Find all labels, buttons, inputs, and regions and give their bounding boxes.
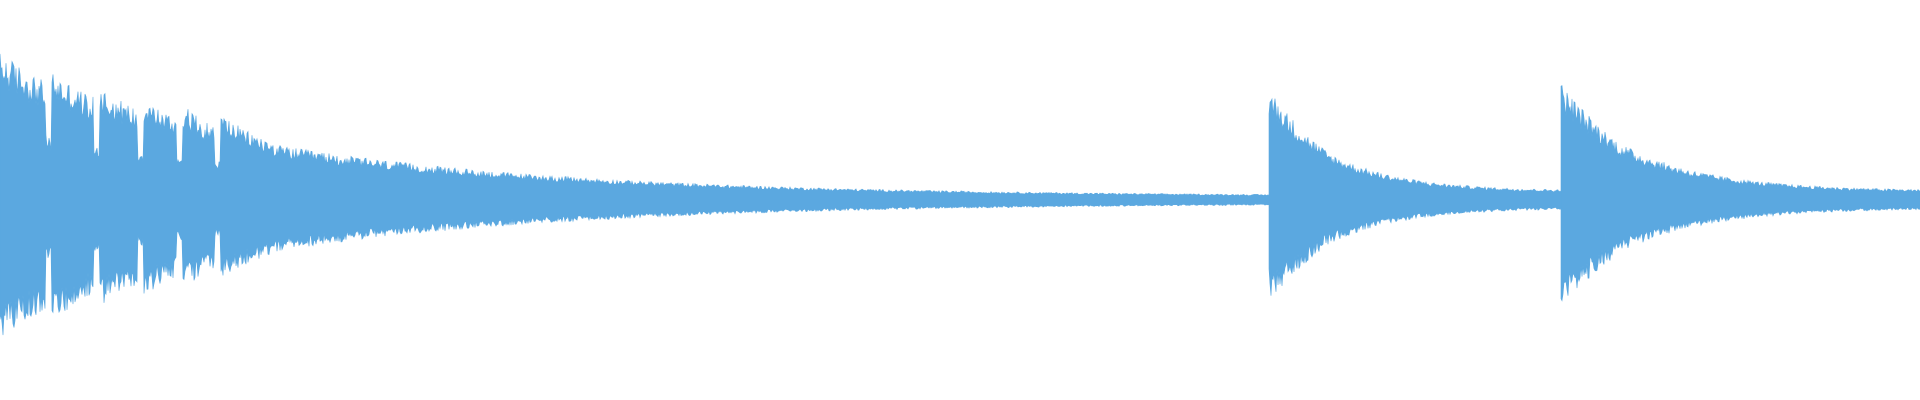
waveform-clip-1 <box>0 53 1270 336</box>
waveform-clip-2 <box>1268 97 1562 296</box>
waveform-clip-3 <box>1560 85 1920 302</box>
waveform-peaks <box>0 53 1920 336</box>
